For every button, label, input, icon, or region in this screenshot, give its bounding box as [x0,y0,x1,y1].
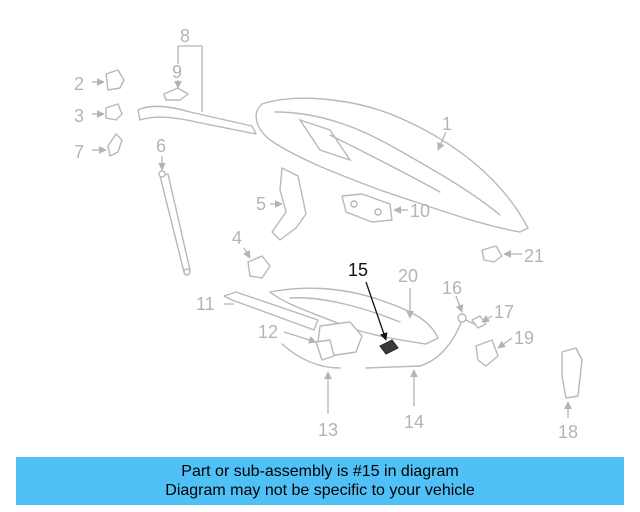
part-5-hinge [271,167,307,241]
part-14-cable [365,319,463,369]
part-6-strut [158,170,191,276]
callout-14[interactable]: 14 [404,412,424,432]
callout-3[interactable]: 3 [74,106,84,126]
callout-11[interactable]: 11 [196,294,215,314]
part-7-clip [107,133,123,157]
leader-16 [455,295,464,313]
callout-21[interactable]: 21 [524,246,544,266]
leader-17 [481,315,493,323]
part-19-bracket [475,339,499,367]
part-20-panel [269,287,439,345]
leader-1 [437,131,447,151]
banner-line-1: Part or sub-assembly is #15 in diagram [181,463,459,480]
part-10-support [341,193,393,223]
callout-7[interactable]: 7 [74,142,84,162]
callout-12[interactable]: 12 [258,322,278,342]
banner-line-2: Diagram may not be specific to your vehi… [165,482,475,499]
leader-4 [243,247,251,259]
callout-8[interactable]: 8 [180,26,190,46]
part-13-cable [281,343,341,369]
leader-15 [365,281,388,341]
leader-lines [92,45,572,418]
callout-labels: 1 2 3 7 8 9 6 5 10 4 21 11 20 12 13 14 1… [74,26,578,442]
part-1-hood [255,97,529,233]
part-17-clip [471,315,487,329]
callout-6[interactable]: 6 [156,136,166,156]
callout-17[interactable]: 17 [494,302,514,322]
leader-19 [497,337,513,349]
leader-8 [177,45,203,112]
part-11-insulator [223,291,319,331]
part-8-seal [137,105,257,135]
callout-15[interactable]: 15 [348,260,368,280]
callout-2[interactable]: 2 [74,74,84,94]
part-4-bumper [247,255,271,279]
part-16-cable-end [457,313,479,327]
callout-9[interactable]: 9 [172,62,182,82]
callout-18[interactable]: 18 [558,422,578,442]
part-15-clip [379,339,399,355]
leader-12 [283,331,317,344]
callout-5[interactable]: 5 [256,194,266,214]
part-12-latch [315,321,363,361]
callout-4[interactable]: 4 [232,228,242,248]
part-2-bumper [105,69,125,91]
part-18-handle [561,347,583,399]
callout-20[interactable]: 20 [398,266,418,286]
part-21-bracket [481,245,503,263]
callout-19[interactable]: 19 [514,328,534,348]
parts-diagram: 1 2 3 7 8 9 6 5 10 4 21 11 20 12 13 14 1… [74,26,583,442]
info-banner: Part or sub-assembly is #15 in diagram D… [16,457,624,505]
callout-16[interactable]: 16 [442,278,462,298]
part-9-clip [163,87,189,101]
callout-10[interactable]: 10 [410,201,430,221]
part-3-bumper [105,103,123,121]
callout-13[interactable]: 13 [318,420,338,440]
callout-1[interactable]: 1 [442,114,452,134]
